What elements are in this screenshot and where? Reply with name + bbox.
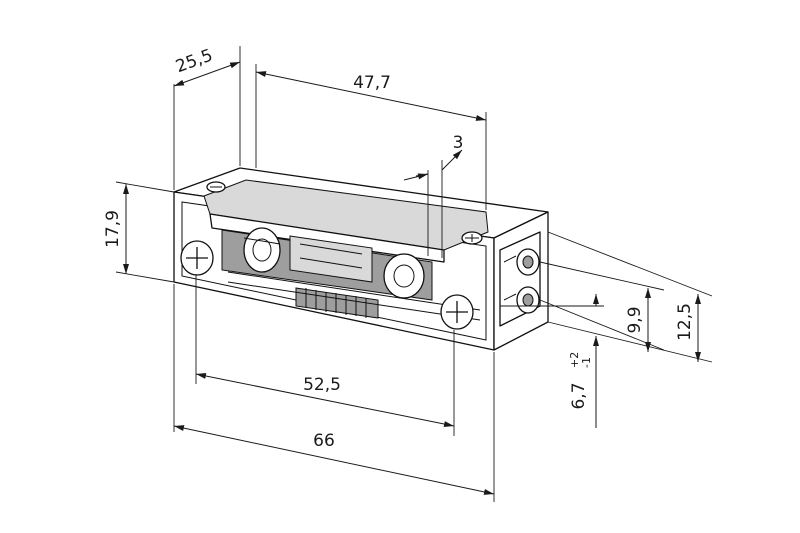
terminal-screw-icon-lower [516,286,540,314]
dim-label-offset-lower: -1 [580,357,593,368]
dim-label-length-top: 47,7 [353,73,391,93]
dim-label-offset-base: 6,7 [569,382,589,409]
dim-line-length-top [255,71,487,121]
latch-bolt [289,235,373,283]
top-screw-icon-left [206,181,226,193]
phillips-screw-icon-right [440,294,474,330]
roller-left [243,227,281,273]
dim-line-length-total [173,425,495,495]
dim-line-width-top [173,61,241,87]
dim-line-slot [415,150,462,177]
dim-label-length-total: 66 [313,431,335,451]
dim-label-height-left: 17,9 [103,210,123,248]
dimension-lines [115,46,713,502]
dim-label-length-mid: 52,5 [303,375,341,395]
faceplate-front-edge [209,213,445,263]
mechanism-rail [227,271,481,321]
terminal-screw-icon [516,248,540,276]
roller-icon [243,237,281,245]
dim-label-slot: 3 [453,133,464,153]
dim-label-offset-upper: +2 [568,352,581,368]
top-screw-icon-right [461,231,483,245]
dim-label-terminal-height: 12,5 [675,303,695,341]
dim-label-terminal-spacing: 9,9 [625,306,645,333]
phillips-screw-icon [180,240,214,276]
lock-body [173,167,549,351]
dim-label-width-top: 25,5 [173,45,215,77]
roller-right [383,253,425,299]
dim-line-length-mid [195,373,455,427]
dim-label-offset-tolerance: 6,7 +2 -1 [568,352,593,410]
